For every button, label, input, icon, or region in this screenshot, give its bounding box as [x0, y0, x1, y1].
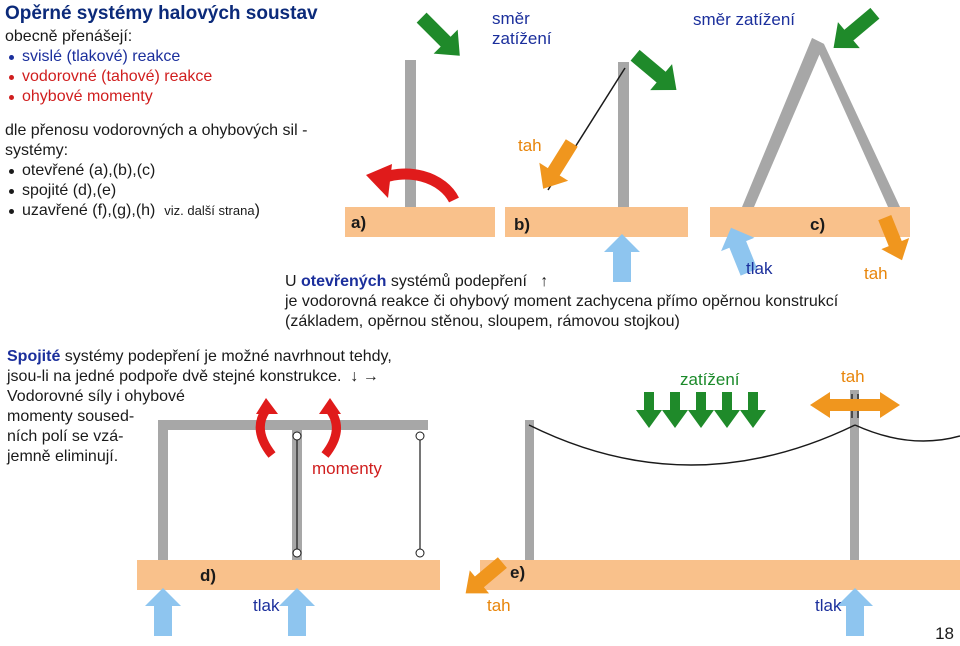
compression-arrow-d-mid [279, 588, 315, 636]
load-label-e: zatížení [680, 370, 740, 389]
transfer-lead-2: systémy: [5, 142, 69, 159]
label-a: a) [351, 213, 367, 232]
ground-c [710, 207, 910, 237]
transfer-block: dle přenosu vodorovných a ohybových sil … [5, 121, 307, 221]
joint-2-d [415, 431, 425, 441]
column-b [618, 62, 629, 207]
tension-label-e-bottom: tah [487, 596, 511, 615]
reaction-vertical: svislé (tlakové) reakce [5, 47, 212, 67]
tension-label-e-top: tah [841, 367, 865, 386]
open-line-2: je vodorovná reakce či ohybový moment za… [285, 293, 839, 310]
system-continuous: spojité (d),(e) [5, 181, 307, 201]
reaction-horizontal: vodorovné (tahové) reakce [5, 67, 212, 87]
label-b: b) [514, 215, 531, 234]
load-direction-label-b: směr zatížení [492, 9, 552, 49]
distributed-load-e [636, 392, 766, 428]
ground-a [345, 207, 495, 237]
mast-left-e [525, 420, 534, 560]
compression-arrow-c [721, 227, 758, 276]
intro-block: obecně přenášejí: svislé (tlakové) reakc… [5, 27, 212, 107]
load-direction-word-2: zatížení [492, 29, 552, 48]
page-title: Opěrné systémy halových soustav [5, 3, 318, 24]
tension-arrow-b [539, 139, 578, 189]
continuous-arrows: ↓ → [350, 368, 379, 385]
load-arrow-b [630, 49, 677, 91]
continuous-text: Spojité systémy podepření je možné navrh… [7, 347, 392, 467]
system-open: otevřené (a),(b),(c) [5, 161, 307, 181]
open-arrow: ↑ [540, 273, 549, 290]
mast-mid-e [850, 390, 859, 560]
open-prefix: U [285, 273, 301, 290]
tension-label-b: tah [518, 136, 542, 155]
continuous-line-3: Vodorovné síly i ohybové [7, 388, 185, 405]
joint-3-d [292, 548, 302, 558]
continuous-line-4: momenty soused- [7, 408, 135, 425]
intro-text: obecně přenášejí: [5, 28, 133, 45]
joint-1-d [292, 431, 302, 441]
reaction-list: svislé (tlakové) reakce vodorovné (tahov… [5, 47, 212, 107]
compression-label-c: tlak [746, 259, 773, 278]
open-systems-text: U otevřených systémů podepření ↑ je vodo… [285, 272, 838, 332]
closing-paren: ) [254, 202, 260, 219]
ground-b [505, 207, 688, 237]
continuous-line-2-text: jsou-li na jedné podpoře dvě stejné kons… [7, 368, 342, 385]
continuous-line-1-rest: systémy podepření je možné navrhnout teh… [60, 348, 392, 365]
moment-arrowhead-right-d [319, 398, 341, 414]
label-c: c) [810, 215, 826, 234]
moment-arrowhead-left-d [256, 398, 278, 414]
tension-arrow-e-top [810, 392, 900, 418]
leg-right-c [812, 38, 900, 207]
compression-arrow-e [837, 588, 873, 636]
compression-arrow-d-left [145, 588, 181, 636]
cable-e [528, 424, 856, 466]
compression-label-e: tlak [815, 596, 842, 615]
load-direction-label-c: směr zatížení [693, 10, 796, 29]
continuous-line-6: jemně eliminují. [7, 448, 119, 465]
open-line-1: U otevřených systémů podepření ↑ [285, 272, 838, 292]
page-number: 18 [935, 624, 954, 643]
systems-list: otevřené (a),(b),(c) spojité (d),(e) uza… [5, 161, 307, 221]
tension-arrow-c [878, 214, 910, 261]
continuous-line-5: ních polí se vzá- [7, 428, 124, 445]
continuous-highlight: Spojité [7, 348, 61, 365]
continuous-line-2: jsou-li na jedné podpoře dvě stejné kons… [7, 367, 392, 387]
continuous-line-1: Spojité systémy podepření je možné navrh… [7, 347, 392, 367]
transfer-lead-1: dle přenosu vodorovných a ohybových sil … [5, 122, 308, 139]
load-direction-word-1: směr [492, 9, 530, 28]
moments-label: momenty [312, 459, 382, 478]
compression-arrow-b [604, 234, 640, 282]
open-line-3: (základem, opěrnou stěnou, sloupem, rámo… [285, 313, 680, 330]
see-next-link[interactable]: viz. další strana [164, 203, 255, 218]
reaction-moments: ohybové momenty [5, 87, 212, 107]
open-highlight: otevřených [301, 273, 387, 290]
tension-label-c: tah [864, 264, 888, 283]
moment-arrowhead-a [366, 164, 392, 198]
label-e: e) [510, 563, 526, 582]
tension-arrow-e-left [465, 557, 507, 594]
label-d: d) [200, 566, 217, 585]
cable-e-right [854, 424, 960, 442]
ground-e [480, 560, 960, 590]
load-arrow-c [833, 7, 880, 49]
compression-label-d: tlak [253, 596, 280, 615]
open-suffix: systémů podepření [386, 273, 527, 290]
frame-beam-d [158, 420, 428, 430]
ground-d [137, 560, 440, 590]
joint-4-d [415, 548, 425, 558]
column-a [405, 60, 416, 207]
frame-left-col-d [158, 420, 168, 560]
load-arrow-a [416, 12, 460, 56]
system-closed-text: uzavřené (f),(g),(h) [22, 202, 156, 219]
leg-left-c [742, 38, 824, 207]
system-closed: uzavřené (f),(g),(h) viz. další strana) [5, 201, 307, 221]
